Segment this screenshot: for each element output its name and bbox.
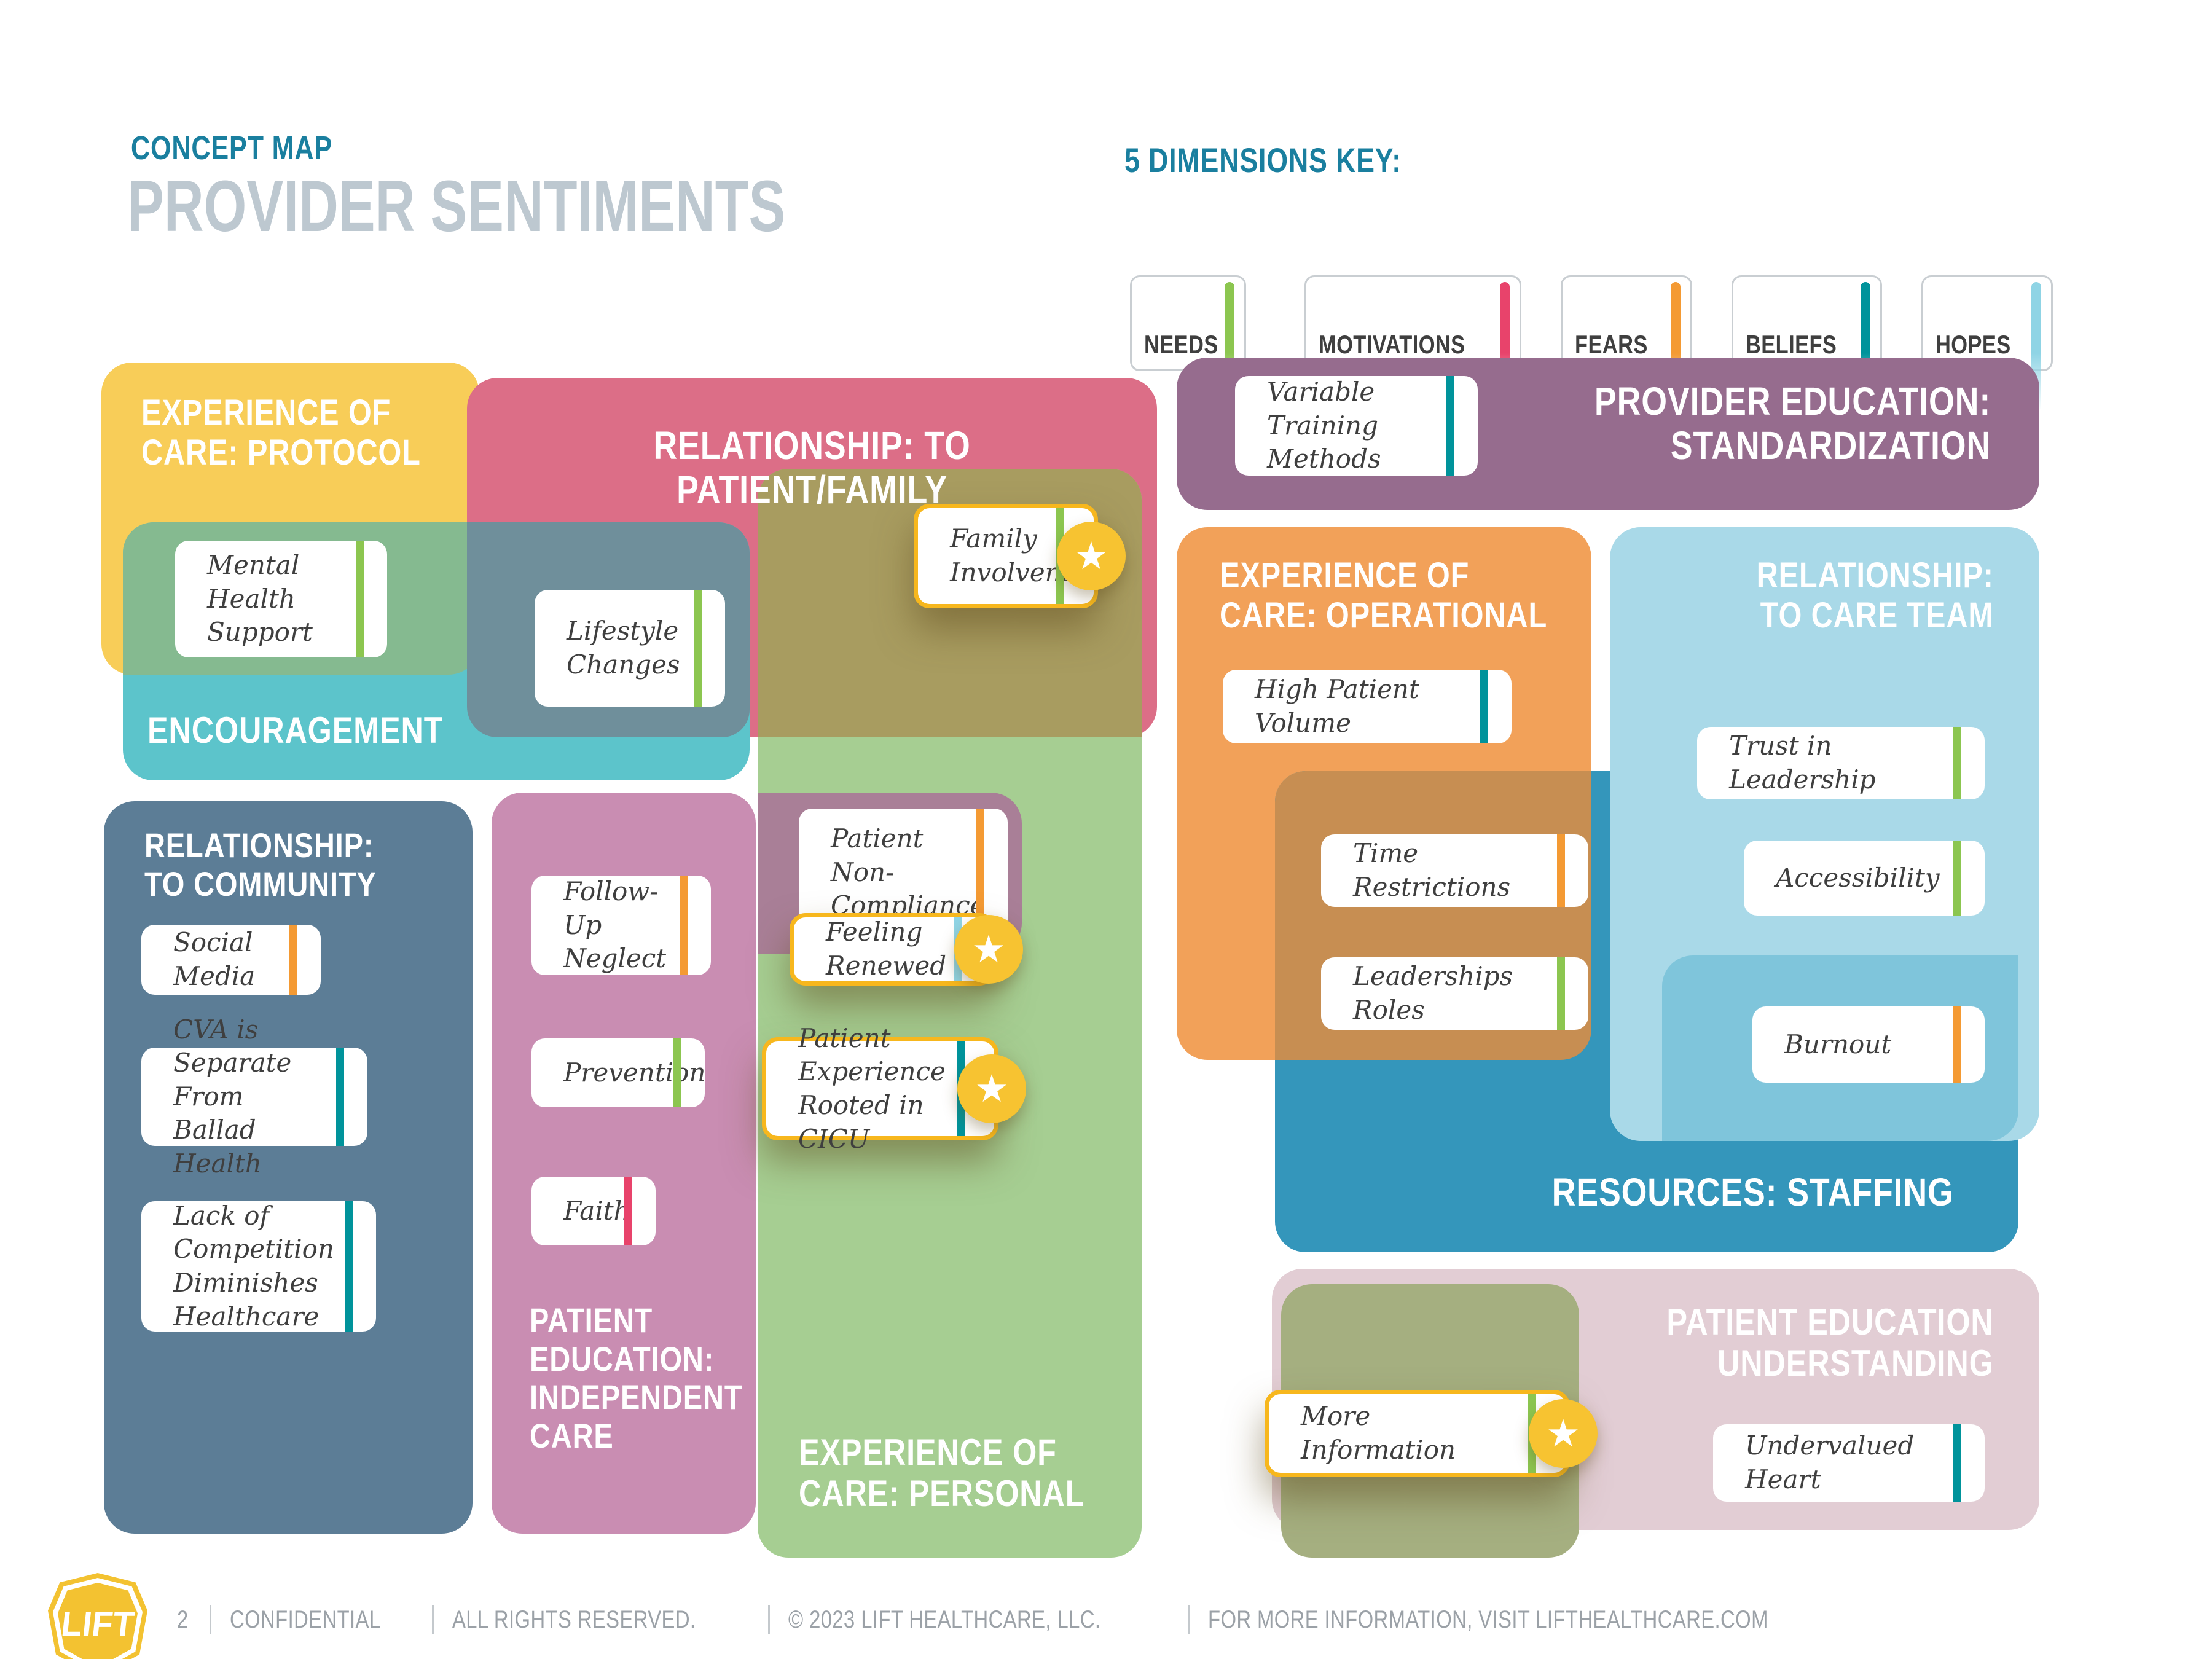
card-text: Leaderships Roles	[1353, 961, 1513, 1025]
card-text: Trust in Leadership	[1729, 731, 1876, 794]
region-relationship-community	[104, 801, 473, 1534]
card-lifestyle-changes: Lifestyle Changes	[535, 590, 725, 707]
card-text: Prevention	[563, 1057, 706, 1088]
card-text: Follow-Up Neglect	[563, 876, 667, 974]
fears-dimension-bar	[1953, 1006, 1961, 1083]
needs-dimension-bar	[1953, 841, 1961, 916]
card-patient-experience-cicu: Patient Experience Rooted in CICU ★	[762, 1023, 1026, 1154]
key-label: NEEDS	[1144, 330, 1218, 359]
fears-dimension-bar	[680, 876, 688, 975]
card-social-media: Social Media	[141, 925, 321, 995]
logo-text: LIFT	[59, 1604, 136, 1643]
key-label: MOTIVATIONS	[1319, 330, 1465, 359]
fears-dimension-bar	[289, 925, 297, 995]
card-text: Faith	[563, 1195, 630, 1226]
key-label: HOPES	[1936, 330, 2011, 359]
footer-rights: ALL RIGHTS RESERVED.	[452, 1606, 696, 1633]
card-faith: Faith	[531, 1177, 656, 1245]
star-icon: ★	[954, 915, 1023, 984]
footer-copyright: © 2023 LIFT HEALTHCARE, LLC.	[788, 1606, 1100, 1633]
footer-bar: 2 CONFIDENTIAL ALL RIGHTS RESERVED. © 20…	[177, 1605, 1891, 1634]
needs-dimension-bar	[1557, 957, 1565, 1030]
key-card-fears: FEARS	[1561, 275, 1692, 411]
card-trust-in-leadership: Trust in Leadership	[1697, 727, 1985, 799]
label-resources-staffing: RESOURCES: STAFFING	[1551, 1170, 1954, 1214]
card-undervalued-heart: Undervalued Heart	[1713, 1424, 1985, 1502]
label-relationship-patient-family: RELATIONSHIP: TO PATIENT/FAMILY	[653, 423, 971, 512]
card-burnout: Burnout	[1752, 1006, 1985, 1083]
card-text: Patient Experience Rooted in CICU	[798, 1022, 946, 1154]
beliefs-dimension-bar	[1446, 376, 1454, 476]
label-patient-education-independent: PATIENT EDUCATION: INDEPENDENT CARE	[530, 1301, 743, 1456]
page-title: PROVIDER SENTIMENTS	[127, 166, 786, 247]
card-variable-training-methods: Variable Training Methods	[1235, 376, 1478, 476]
label-experience-care-operational: EXPERIENCE OF CARE: OPERATIONAL	[1220, 555, 1548, 635]
footer-divider	[209, 1605, 211, 1634]
card-more-information: More Information ★	[1265, 1390, 1598, 1477]
needs-dimension-bar	[694, 590, 702, 707]
key-label: BELIEFS	[1746, 330, 1837, 359]
card-mental-health-support: Mental Health Support	[175, 541, 387, 657]
card-text: Variable Training Methods	[1267, 377, 1381, 474]
label-relationship-care-team: RELATIONSHIP: TO CARE TEAM	[1756, 555, 1994, 635]
footer-confidential: CONFIDENTIAL	[229, 1606, 381, 1633]
card-text: CVA is Separate From Ballad Health	[173, 1014, 292, 1179]
beliefs-dimension-bar	[336, 1048, 344, 1146]
dimensions-key-title: 5 DIMENSIONS KEY:	[1124, 141, 1402, 179]
key-card-hopes: HOPES	[1921, 275, 2053, 411]
needs-dimension-bar	[1953, 727, 1961, 799]
logo-shield-inner	[58, 1583, 138, 1659]
fears-dimension-bar	[1557, 834, 1565, 907]
beliefs-dimension-bar	[1480, 670, 1488, 743]
star-icon: ★	[1057, 522, 1126, 590]
footer-divider	[432, 1605, 434, 1634]
card-text: Lack of Competition Diminishes Healthcar…	[173, 1200, 334, 1332]
key-label: FEARS	[1575, 330, 1648, 359]
card-prevention: Prevention	[531, 1038, 705, 1107]
beliefs-dimension-bar	[1953, 1424, 1961, 1502]
card-text: Lifestyle Changes	[567, 616, 680, 680]
key-card-motivations: MOTIVATIONS	[1304, 275, 1521, 411]
card-follow-up-neglect: Follow-Up Neglect	[531, 876, 711, 975]
label-encouragement: ENCOURAGEMENT	[147, 710, 444, 751]
star-icon: ★	[1529, 1399, 1598, 1468]
card-high-patient-volume: High Patient Volume	[1223, 670, 1512, 743]
lift-logo: LIFT	[48, 1573, 147, 1659]
key-card-needs: NEEDS	[1130, 275, 1246, 411]
card-cva-separate-ballad: CVA is Separate From Ballad Health	[141, 1014, 367, 1179]
card-text: Social Media	[173, 927, 256, 991]
card-text: Feeling Renewed	[826, 917, 947, 981]
card-text: Mental Health Support	[207, 550, 313, 648]
card-accessibility: Accessibility	[1744, 841, 1985, 916]
card-text: Undervalued Heart	[1745, 1430, 1915, 1494]
label-experience-care-personal: EXPERIENCE OF CARE: PERSONAL	[799, 1432, 1085, 1515]
fears-dimension-bar	[976, 809, 984, 936]
beliefs-dimension-bar	[345, 1201, 353, 1332]
footer-more-info: FOR MORE INFORMATION, VISIT LIFTHEALTHCA…	[1207, 1606, 1768, 1633]
card-lack-of-competition: Lack of Competition Diminishes Healthcar…	[141, 1201, 376, 1332]
card-leaderships-roles: Leaderships Roles	[1321, 957, 1588, 1030]
label-provider-education-standardization: PROVIDER EDUCATION: STANDARDIZATION	[1594, 379, 1991, 468]
star-icon: ★	[957, 1054, 1026, 1123]
key-card-beliefs: BELIEFS	[1732, 275, 1882, 411]
label-relationship-community: RELATIONSHIP: TO COMMUNITY	[144, 826, 377, 903]
motivations-dimension-bar	[624, 1177, 632, 1245]
card-text: More Information	[1301, 1401, 1456, 1465]
card-text: Accessibility	[1776, 862, 1940, 893]
card-family-involvement: Family Involvement ★	[914, 504, 1126, 608]
card-text: Burnout	[1784, 1029, 1892, 1059]
footer-divider	[1187, 1605, 1190, 1634]
needs-dimension-bar	[673, 1038, 681, 1107]
card-feeling-renewed: Feeling Renewed ★	[790, 913, 1023, 986]
card-text: Time Restrictions	[1353, 838, 1511, 902]
needs-dimension-bar	[356, 541, 364, 657]
footer-divider	[767, 1605, 770, 1634]
page-number: 2	[177, 1606, 189, 1633]
label-patient-education-understanding: PATIENT EDUCATION UNDERSTANDING	[1666, 1301, 1994, 1384]
eyebrow-title: CONCEPT MAP	[131, 130, 333, 167]
card-text: High Patient Volume	[1255, 674, 1419, 738]
card-time-restrictions: Time Restrictions	[1321, 834, 1588, 907]
label-experience-care-protocol: EXPERIENCE OF CARE: PROTOCOL	[141, 393, 421, 473]
card-text: Patient Non-Compliance	[831, 823, 986, 921]
